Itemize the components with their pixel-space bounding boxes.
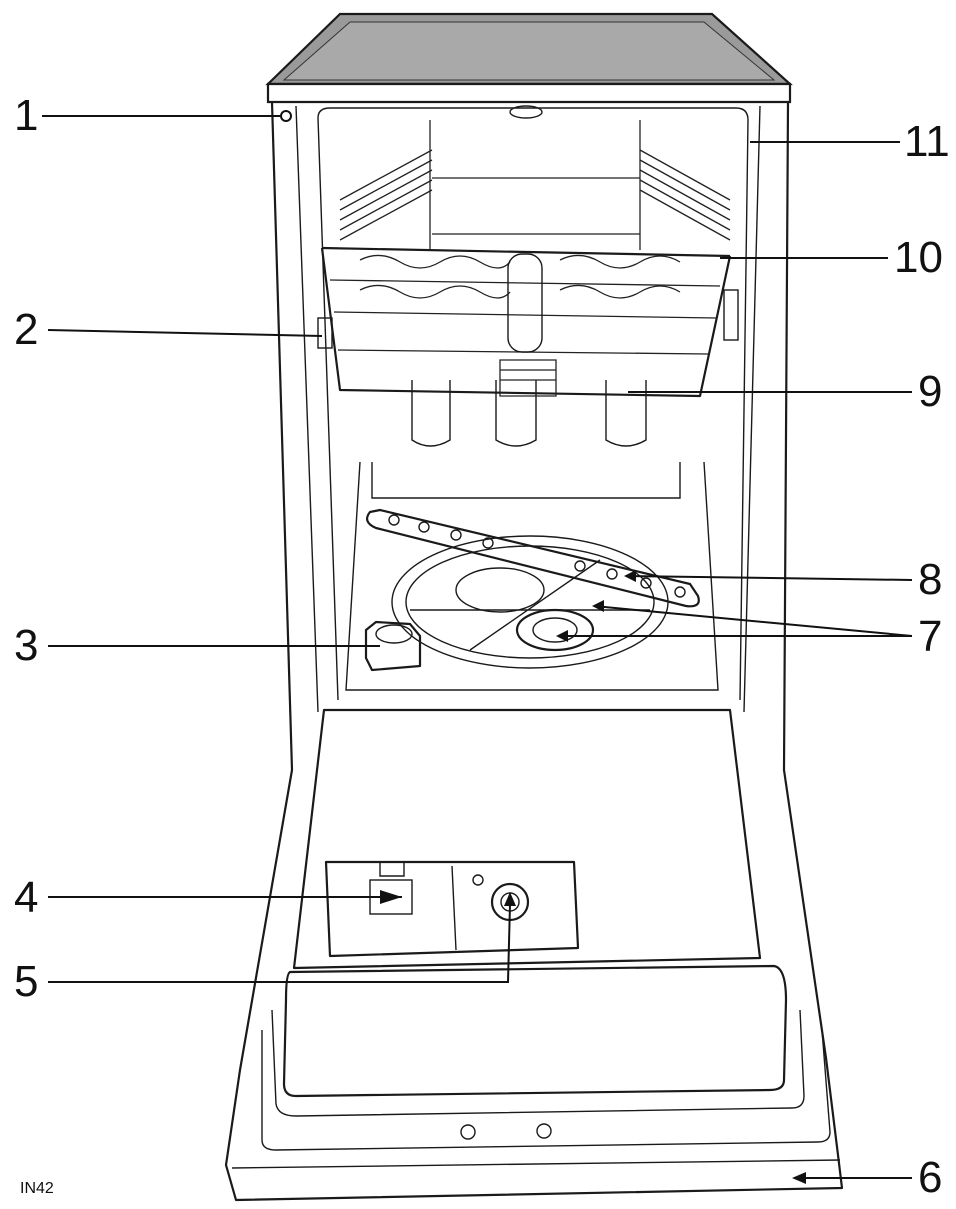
callout-7: 7 xyxy=(918,612,943,661)
leader-lines xyxy=(42,110,913,1184)
callout-3: 3 xyxy=(14,621,39,670)
lower-wash-area xyxy=(364,508,700,672)
tub-interior xyxy=(345,105,719,691)
callout-8: 8 xyxy=(918,555,943,604)
callout-10: 10 xyxy=(894,233,943,282)
upper-basket xyxy=(317,120,739,398)
worktop xyxy=(265,12,793,104)
callout-6: 6 xyxy=(918,1153,943,1202)
cabinet-body xyxy=(224,101,844,1202)
callout-11: 11 xyxy=(904,117,950,166)
callout-1: 1 xyxy=(14,91,39,140)
door xyxy=(231,708,841,1169)
callout-4: 4 xyxy=(14,873,39,922)
callout-9: 9 xyxy=(918,367,943,416)
spray-arm xyxy=(366,508,700,608)
callout-5: 5 xyxy=(14,957,39,1006)
figure-code: IN42 xyxy=(20,1180,54,1197)
callout-2: 2 xyxy=(14,305,39,354)
